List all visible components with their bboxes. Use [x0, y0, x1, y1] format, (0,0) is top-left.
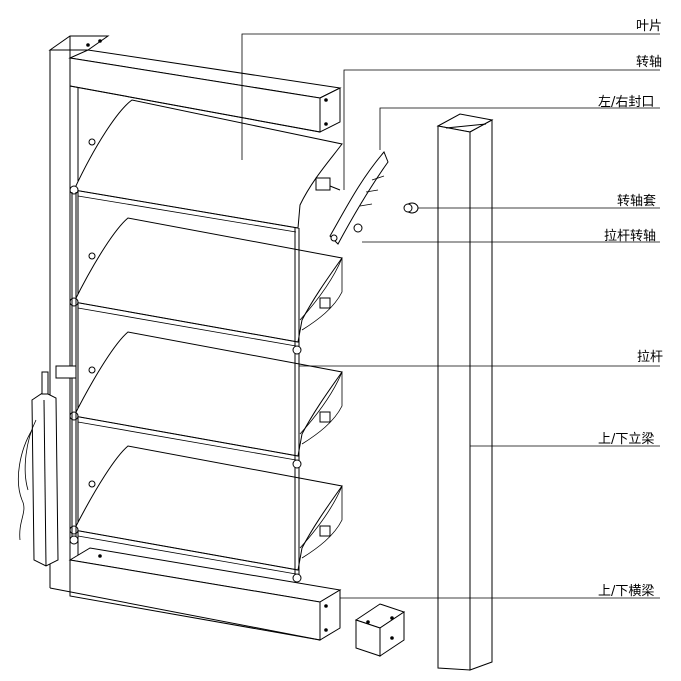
label-end-cap: 左/右封口	[598, 95, 655, 110]
bottom-horizontal-beam	[49, 547, 342, 641]
label-blade: 叶片	[636, 19, 663, 34]
right-vertical-beam	[436, 113, 494, 671]
blade-4	[73, 445, 343, 575]
u-bracket-part	[354, 603, 406, 657]
blade-2	[73, 217, 343, 347]
label-link-rod: 拉杆	[637, 350, 664, 365]
right-pivots	[315, 177, 341, 537]
blade-3	[73, 331, 343, 461]
label-pivot-shaft: 转轴	[636, 55, 663, 70]
top-horizontal-beam	[68, 49, 342, 133]
actuator-motor	[17, 365, 77, 567]
label-link-pivot: 拉杆转轴	[604, 229, 657, 244]
right-link-rod	[292, 228, 302, 583]
label-horizontal-beam: 上/下横梁	[598, 584, 655, 599]
leader-lines	[241, 33, 660, 599]
blade-1	[73, 99, 343, 233]
shaft-sleeve-part	[403, 202, 419, 214]
label-vertical-beam: 上/下立梁	[598, 432, 655, 447]
label-shaft-sleeve: 转轴套	[617, 194, 657, 209]
left-vertical-post	[48, 35, 110, 590]
end-cap-part	[329, 151, 389, 245]
